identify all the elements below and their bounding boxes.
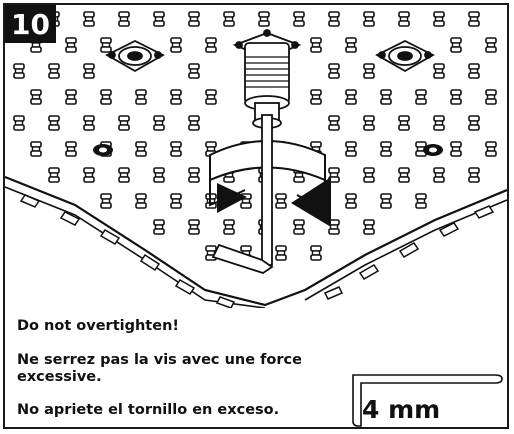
pegboard-peg <box>170 89 182 105</box>
pegboard-peg <box>310 245 322 261</box>
pegboard-peg <box>380 193 392 209</box>
pegboard-peg <box>363 11 375 27</box>
pegboard-peg <box>328 115 340 131</box>
warning-text-spanish: No apriete el tornillo en exceso. <box>17 402 280 418</box>
pegboard-peg <box>345 193 357 209</box>
pegboard-peg <box>223 11 235 27</box>
pegboard-peg <box>170 141 182 157</box>
pegboard-peg <box>310 37 322 53</box>
pegboard-peg <box>485 89 497 105</box>
pegboard-peg <box>433 115 445 131</box>
pegboard-peg <box>363 115 375 131</box>
pegboard-peg <box>363 167 375 183</box>
step-number-badge: 10 <box>5 5 56 43</box>
pegboard-peg <box>65 89 77 105</box>
pegboard-peg <box>380 141 392 157</box>
pegboard-peg <box>433 167 445 183</box>
pegboard-peg <box>450 141 462 157</box>
pegboard-peg <box>153 115 165 131</box>
pegboard-peg <box>450 37 462 53</box>
pegboard-peg <box>485 37 497 53</box>
pegboard-peg <box>205 37 217 53</box>
pegboard-peg <box>258 11 270 27</box>
pegboard-peg <box>188 219 200 235</box>
pegboard-peg <box>293 219 305 235</box>
pegboard-peg <box>310 89 322 105</box>
warning-text-french: Ne serrez pas la vis avec une force exce… <box>17 352 302 385</box>
pegboard-peg <box>83 11 95 27</box>
pegboard-peg <box>118 167 130 183</box>
pegboard-peg <box>13 63 25 79</box>
pegboard-peg <box>398 115 410 131</box>
pegboard-peg <box>345 141 357 157</box>
pegboard-peg <box>380 89 392 105</box>
pegboard-peg <box>398 167 410 183</box>
pegboard-peg <box>433 11 445 27</box>
pegboard-peg <box>48 63 60 79</box>
pegboard-peg <box>205 89 217 105</box>
pegboard-peg <box>48 167 60 183</box>
pegboard-peg <box>170 193 182 209</box>
warning-text-english: Do not overtighten! <box>17 318 180 334</box>
pegboard-peg <box>275 193 287 209</box>
pegboard-peg <box>170 37 182 53</box>
pegboard-peg <box>415 89 427 105</box>
instruction-panel: 10 Do not overtighten! Ne serrez pas la … <box>3 3 509 429</box>
pegboard-peg <box>468 167 480 183</box>
pegboard-peg <box>468 63 480 79</box>
pegboard-peg <box>398 11 410 27</box>
pegboard-peg <box>468 115 480 131</box>
pegboard-peg <box>13 115 25 131</box>
pegboard-peg <box>153 219 165 235</box>
pegboard-peg <box>135 141 147 157</box>
pegboard-peg <box>30 89 42 105</box>
pegboard-peg <box>100 193 112 209</box>
pegboard-peg <box>100 89 112 105</box>
pegboard-peg <box>188 115 200 131</box>
pegboard-peg <box>30 141 42 157</box>
pegboard-peg <box>485 141 497 157</box>
pegboard-peg <box>153 11 165 27</box>
pegboard-peg <box>65 37 77 53</box>
pegboard-peg <box>83 115 95 131</box>
pegboard-peg <box>83 167 95 183</box>
pegboard-peg <box>363 219 375 235</box>
pegboard-peg <box>363 63 375 79</box>
pegboard-peg <box>135 89 147 105</box>
pegboard-peg <box>83 63 95 79</box>
pegboard-peg <box>188 167 200 183</box>
pegboard-peg <box>223 219 235 235</box>
pegboard-peg <box>468 11 480 27</box>
pegboard-peg <box>293 11 305 27</box>
pegboard-peg <box>345 37 357 53</box>
pegboard-peg <box>65 141 77 157</box>
pegboard-peg <box>118 115 130 131</box>
pegboard-peg <box>100 37 112 53</box>
pegboard-peg <box>135 193 147 209</box>
pegboard-peg <box>118 11 130 27</box>
hex-key-size-label: 4 mm <box>362 395 441 424</box>
assembly-illustration <box>5 11 507 308</box>
pegboard-peg <box>328 11 340 27</box>
pegboard-peg <box>188 11 200 27</box>
hex-key-icon <box>352 374 503 427</box>
pegboard-peg <box>415 193 427 209</box>
pegboard-peg <box>328 63 340 79</box>
pegboard-peg <box>153 167 165 183</box>
pegboard-peg <box>450 89 462 105</box>
pegboard-peg <box>433 63 445 79</box>
pegboard-peg <box>48 115 60 131</box>
pegboard-peg <box>275 245 287 261</box>
pegboard-peg <box>345 89 357 105</box>
pegboard-peg <box>188 63 200 79</box>
